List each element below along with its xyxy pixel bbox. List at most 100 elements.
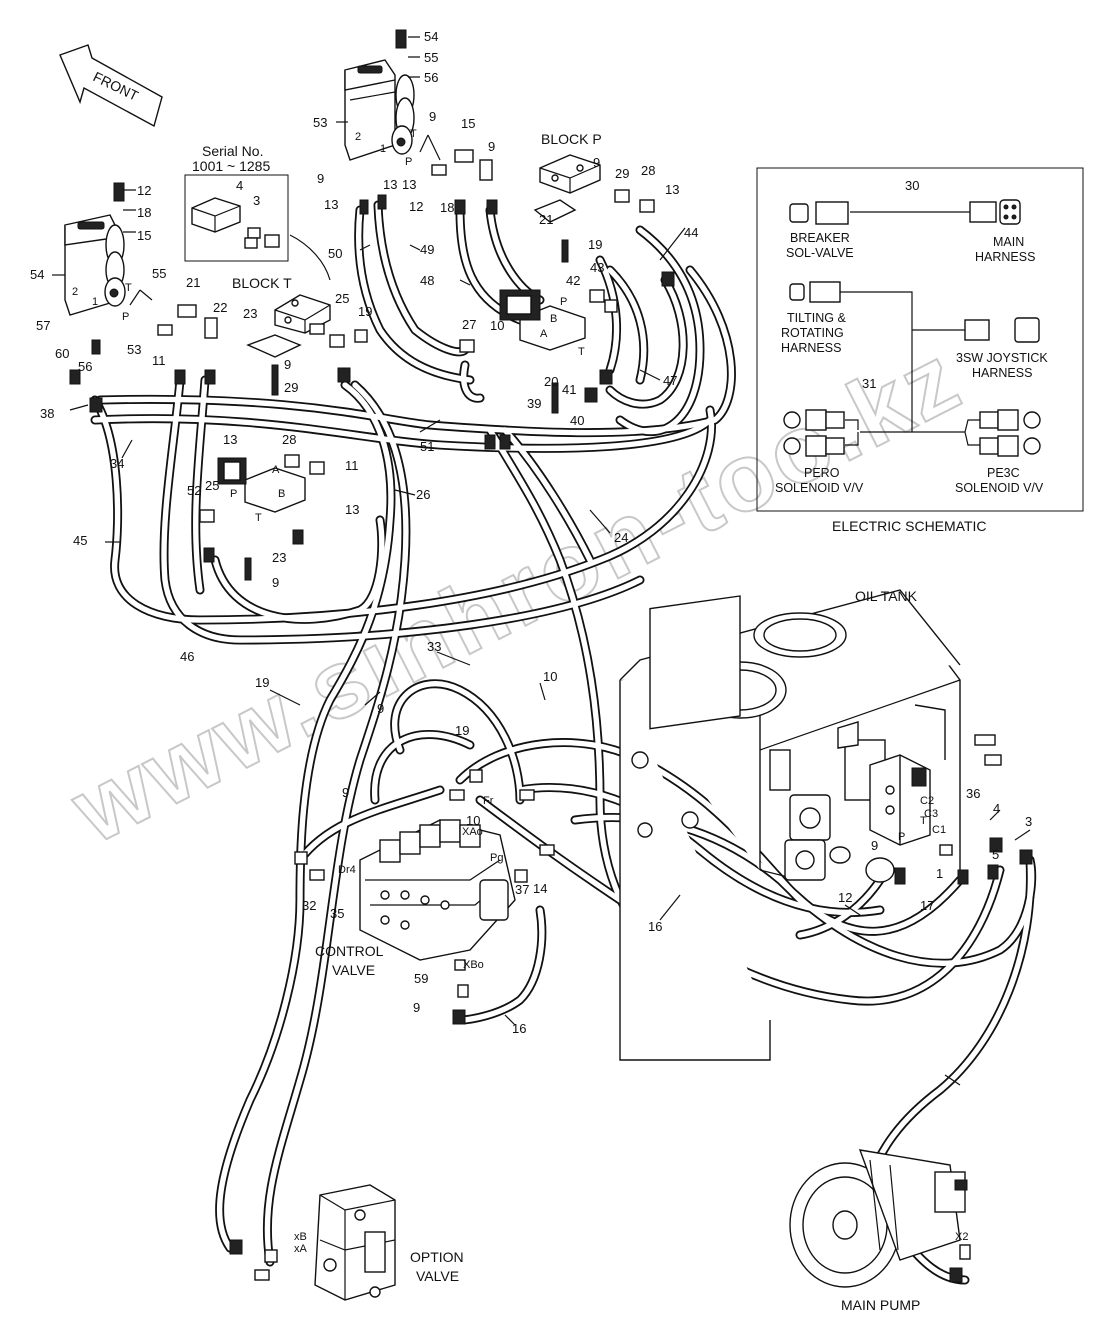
joystick-lower [64, 182, 126, 316]
callout-number: 54 [30, 267, 44, 282]
hose-core [457, 907, 545, 1023]
joystick-harness-connector-icon [964, 317, 1040, 343]
callout-number: 12 [409, 199, 423, 214]
port-1-lower: 1 [92, 296, 98, 308]
hose-core [372, 731, 473, 803]
port-xb: xB [294, 1231, 307, 1243]
callout-number: 11 [345, 458, 359, 473]
callout-number: 16 [512, 1021, 526, 1036]
callout-number: 3 [253, 193, 260, 208]
port-p-upper: P [405, 156, 412, 168]
callout-number: 23 [272, 550, 286, 565]
callout-number: 19 [358, 304, 372, 319]
callout-number: 9 [272, 575, 279, 590]
hose-core [97, 267, 735, 436]
serial-inset-box [184, 174, 289, 262]
schematic-frame [756, 167, 1084, 512]
port-p-block: P [230, 488, 237, 500]
callout-number: 18 [137, 205, 151, 220]
port-xa: xA [294, 1243, 308, 1255]
hose-core [607, 277, 686, 407]
callout-number: 55 [424, 50, 438, 65]
hose-core [607, 267, 647, 383]
callout-number: 9 [284, 357, 291, 372]
callout-number: 34 [110, 456, 124, 471]
schematic-callout-31: 31 [862, 376, 876, 391]
port-b-upper: B [550, 313, 557, 325]
port-p-upper-block: P [560, 296, 567, 308]
hose-core [161, 377, 643, 643]
bracket-57 [246, 334, 302, 358]
hose-core [392, 681, 523, 803]
solenoid-block-25-lower [217, 457, 306, 513]
callout-number: 10 [466, 813, 480, 828]
electric-schematic: 30 31 BREAKER SOL-VALVE MAIN HARNESS TIL… [756, 167, 1084, 512]
schematic-callout-30: 30 [905, 178, 919, 193]
callout-number: 10 [490, 318, 504, 333]
callout-number: 9 [413, 1000, 420, 1015]
callout-number: 14 [533, 881, 547, 896]
callout-number: 53 [127, 342, 141, 357]
hose-core [375, 202, 468, 355]
block-t-label: BLOCK T [232, 275, 292, 291]
breaker-connector-icon [789, 201, 849, 225]
callout-number: 57 [36, 318, 50, 333]
callout-number: 18 [440, 200, 454, 215]
callout-number: 21 [186, 275, 200, 290]
electric-schematic-label: ELECTRIC SCHEMATIC [832, 518, 987, 534]
callout-number: 5 [992, 847, 999, 862]
callout-number: 48 [420, 273, 434, 288]
port-c3: C3 [924, 808, 938, 820]
pe3c-label-1: PE3C [987, 466, 1020, 480]
callout-number: 50 [328, 246, 342, 261]
port-xao: XAo [462, 826, 483, 838]
callout-number: 13 [345, 502, 359, 517]
port-t-upper: T [410, 128, 417, 140]
port-b-lower: B [278, 488, 285, 500]
breaker-label-2: SOL-VALVE [786, 246, 854, 260]
callout-number: 56 [78, 359, 92, 374]
callout-number: 4 [993, 801, 1000, 816]
callout-number: 15 [137, 228, 151, 243]
callout-number: 28 [282, 432, 296, 447]
callout-number: 19 [255, 675, 269, 690]
port-fr: Fr [483, 795, 494, 807]
port-xbo: XBo [463, 959, 484, 971]
callout-number: 25 [205, 478, 219, 493]
main-pump-label: MAIN PUMP [841, 1297, 920, 1313]
callout-number: 41 [562, 382, 576, 397]
callout-number: 3 [1025, 814, 1032, 829]
callout-number: 9 [593, 155, 600, 170]
hose [95, 265, 736, 438]
port-t-upper-block: T [578, 346, 585, 358]
pero-connector-icon [783, 409, 845, 457]
callout-number: 22 [213, 300, 227, 315]
port-c2: C2 [920, 795, 934, 807]
callout-number: 11 [152, 353, 166, 368]
solenoid-block-25-upper [499, 289, 586, 351]
main-harness-connector-icon [969, 199, 1021, 225]
hose-core [356, 207, 473, 383]
callout-number: 27 [462, 317, 476, 332]
callout-number: 13 [223, 432, 237, 447]
pe3c-connector-icon [979, 409, 1041, 457]
hose-core [193, 377, 208, 593]
callout-number: 20 [544, 374, 558, 389]
hose-core [517, 784, 883, 916]
main-harness-label-1: MAIN [993, 235, 1024, 249]
hose-core [867, 857, 1034, 1183]
port-2-upper: 2 [355, 131, 361, 143]
tilting-connector-icon [789, 281, 841, 303]
port-p-lower: P [122, 311, 129, 323]
callout-number: 29 [615, 166, 629, 181]
callout-number: 24 [614, 530, 628, 545]
port-x2: X2 [955, 1231, 968, 1243]
serial-label-2: 1001 ~ 1285 [192, 158, 270, 174]
option-valve [314, 1184, 396, 1301]
main-harness-label-2: HARNESS [975, 250, 1035, 264]
callout-number: 32 [302, 898, 316, 913]
port-a-upper: A [540, 328, 548, 340]
callout-number: 9 [429, 109, 436, 124]
joystick-label-1: 3SW JOYSTICK [956, 351, 1048, 365]
